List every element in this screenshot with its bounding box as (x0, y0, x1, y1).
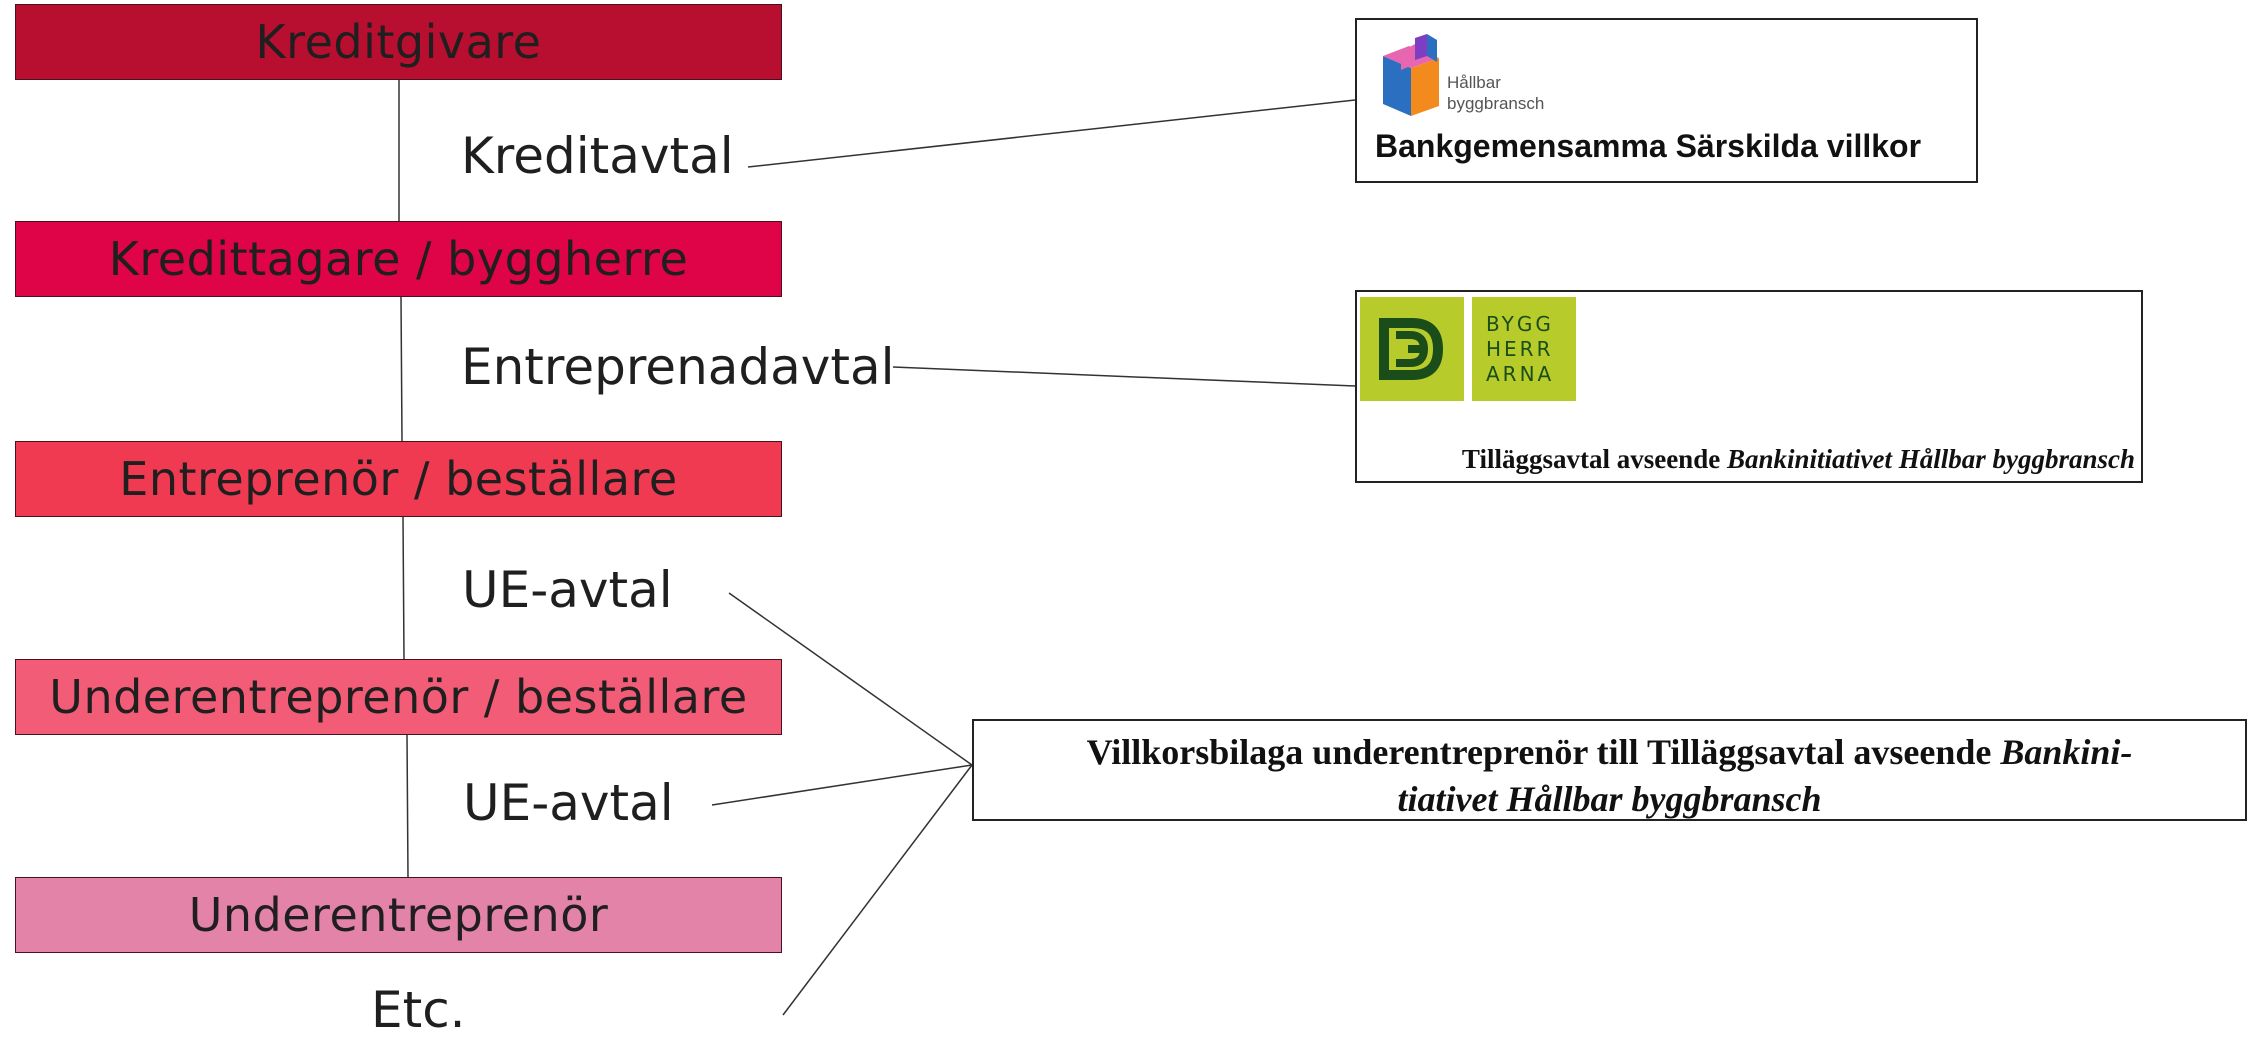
party-kreditgivare: Kreditgivare (15, 4, 782, 80)
byggherrarna-logo-row2: HERR (1486, 337, 1554, 361)
villkorsbilaga-title-line2: tiativet Hållbar byggbransch (974, 776, 2245, 823)
byggherrarna-logo-mark (1360, 297, 1464, 401)
contract-label-ue-avtal-2: UE-avtal (463, 774, 674, 832)
party-underentreprenor: Underentreprenör (15, 877, 782, 953)
party-entreprenor-bestallare: Entreprenör / beställare (15, 441, 782, 517)
byggherrarna-title-plain: Tilläggsavtal avseende (1461, 444, 1727, 474)
villkorsbilaga-line1-italic: Bankini- (2000, 732, 2133, 772)
contract-label-ue-avtal-1: UE-avtal (462, 561, 673, 619)
document-hallbar-byggbransch: Hållbar byggbransch Bankgemensamma Särsk… (1355, 18, 1978, 183)
ue-avtal-2-link-line (711, 764, 973, 806)
contract-label-entreprenadavtal: Entreprenadavtal (461, 338, 895, 396)
document-villkorsbilaga: Villkorsbilaga underentreprenör till Til… (972, 719, 2247, 821)
vertical-connector-3 (402, 516, 405, 660)
party-underentreprenor-bestallare: Underentreprenör / beställare (15, 659, 782, 735)
ue-avtal-1-link-line (728, 592, 973, 766)
byggherrarna-document-title: Tilläggsavtal avseende Bankinitiativet H… (1462, 444, 2135, 475)
hallbar-document-title: Bankgemensamma Särskilda villkor (1375, 128, 1922, 164)
byggherrarna-b-icon (1379, 318, 1444, 380)
contract-label-kreditavtal: Kreditavtal (461, 127, 734, 185)
villkorsbilaga-document-title: Villkorsbilaga underentreprenör till Til… (974, 729, 2245, 823)
contract-label-etc: Etc. (371, 981, 466, 1039)
etc-link-line (782, 764, 973, 1016)
hallbar-byggbransch-logo-text: Hållbar byggbransch (1447, 72, 1544, 114)
entreprenadavtal-link-line (892, 366, 1356, 387)
byggherrarna-logo-row1: BYGG (1486, 312, 1554, 336)
hallbar-byggbransch-logo-icon (1383, 34, 1439, 116)
byggherrarna-logo-words: BYGG HERR ARNA (1472, 297, 1576, 401)
byggherrarna-logo-row3: ARNA (1486, 362, 1555, 386)
villkorsbilaga-title-line1: Villkorsbilaga underentreprenör till Til… (974, 729, 2245, 776)
hallbar-logo-line1: Hållbar (1447, 73, 1501, 92)
party-kredittagare-byggherre: Kredittagare / byggherre (15, 221, 782, 297)
villkorsbilaga-line1-plain: Villkorsbilaga underentreprenör till Til… (1086, 732, 2001, 772)
kreditavtal-link-line (747, 99, 1356, 168)
hallbar-logo-line2: byggbransch (1447, 94, 1545, 113)
vertical-connector-4 (406, 734, 409, 878)
vertical-connector-2 (400, 296, 403, 442)
byggherrarna-title-italic: Bankinitiativet Hållbar byggbransch (1726, 444, 2135, 474)
villkorsbilaga-line2-italic: tiativet Hållbar byggbransch (1397, 779, 1822, 819)
document-byggherrarna: BYGG HERR ARNA Tilläggsavtal avseende Ba… (1355, 290, 2143, 483)
